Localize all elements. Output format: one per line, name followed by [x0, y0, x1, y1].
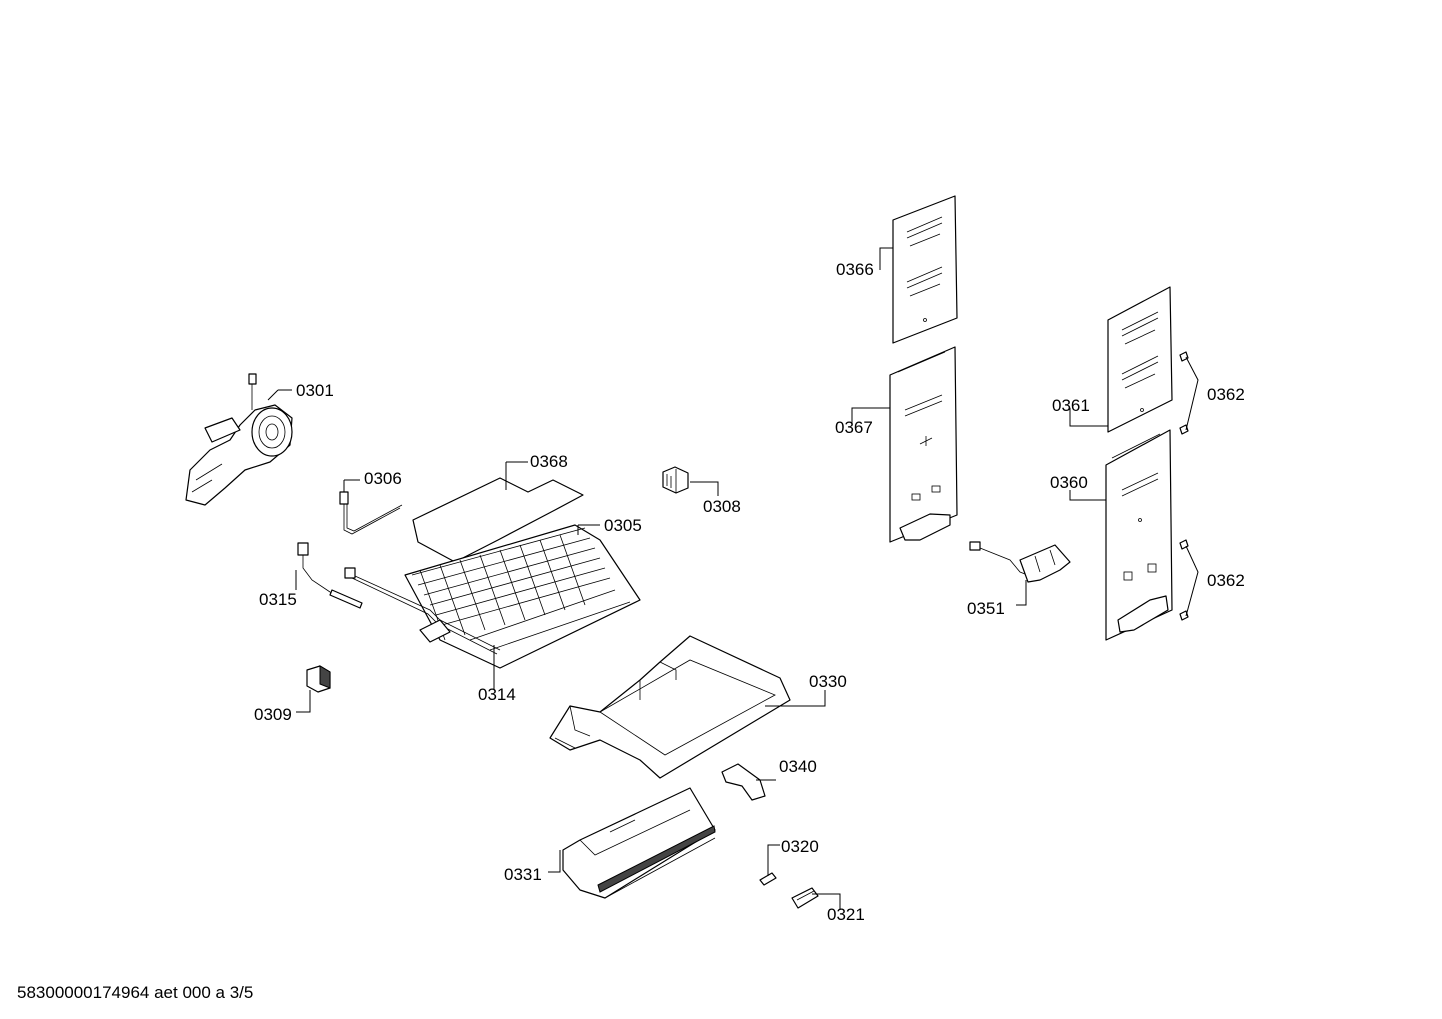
- callout-0362-lower: 0362: [1207, 571, 1245, 590]
- callout-0320: 0320: [781, 837, 819, 856]
- connector-0309-part: [306, 665, 331, 693]
- connector-0308-part: [662, 466, 689, 494]
- heater-wire-part: [344, 567, 501, 655]
- callout-0368: 0368: [530, 452, 568, 471]
- drip-tray-part: [549, 635, 791, 779]
- callout-0361: 0361: [1052, 396, 1090, 415]
- callout-0301: 0301: [296, 381, 334, 400]
- panel-0366-part: [892, 195, 958, 344]
- insulation-sheet-part: [412, 477, 584, 563]
- callout-0360: 0360: [1050, 473, 1088, 492]
- fan-motor-part: [185, 373, 293, 506]
- callout-0308: 0308: [703, 497, 741, 516]
- callout-0366: 0366: [836, 260, 874, 279]
- screws-0362-lower-part: [1179, 539, 1189, 621]
- callout-0309: 0309: [254, 705, 292, 724]
- clip-0321-part: [791, 887, 819, 909]
- callout-0340: 0340: [779, 757, 817, 776]
- panel-0360-part: [1105, 429, 1173, 641]
- panel-0367-part: [889, 346, 958, 543]
- leader-lines: [267, 247, 1199, 910]
- callout-0321: 0321: [827, 905, 865, 924]
- callout-0306: 0306: [364, 469, 402, 488]
- sensor-0315-part: [297, 542, 363, 609]
- sensor-0306-part: [339, 491, 403, 535]
- callout-0367: 0367: [835, 418, 873, 437]
- callout-0362-upper: 0362: [1207, 385, 1245, 404]
- callout-0331: 0331: [504, 865, 542, 884]
- callout-0351: 0351: [967, 599, 1005, 618]
- screws-0362-upper-part: [1179, 351, 1189, 435]
- callout-0315: 0315: [259, 590, 297, 609]
- document-code: 58300000174964 aet 000 a 3/5: [17, 983, 253, 1002]
- callout-0314: 0314: [478, 685, 516, 704]
- duct-0340-part: [721, 763, 766, 801]
- thermostat-0351-part: [969, 541, 1071, 583]
- callout-0330: 0330: [809, 672, 847, 691]
- panel-0361-part: [1107, 286, 1173, 433]
- channel-0331-part: [562, 787, 716, 899]
- callout-0305: 0305: [604, 516, 642, 535]
